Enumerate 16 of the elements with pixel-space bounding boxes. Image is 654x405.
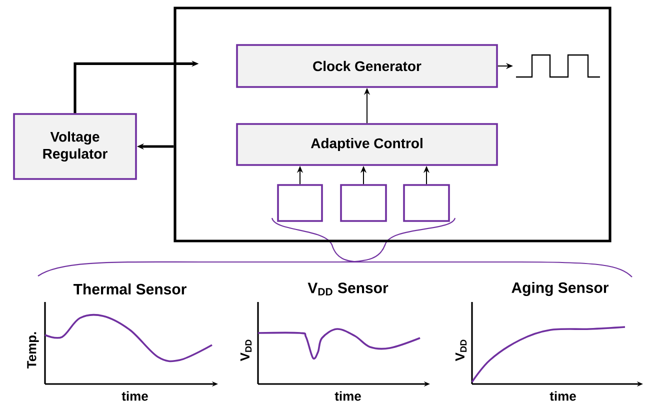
process-box: Clock Generator [236,44,498,88]
process-box: Adaptive Control [236,123,498,166]
chart-title: Aging Sensor [512,282,609,296]
chart-title: V$_{DD}$ Sensor [308,282,388,296]
axis-label: V$_{DD}$ [240,340,252,362]
sensor-box [277,184,323,222]
axis-label: time [550,391,576,401]
axis-label: time [122,391,148,401]
axis-label: time [334,391,361,401]
axis-label: Temp. [27,332,39,369]
sensor-box [403,184,450,222]
chart-title: Thermal Sensor [74,284,186,294]
chip-box [174,6,612,242]
process-box: Voltage Regulator [13,113,137,180]
sensor-box [340,184,387,222]
axis-label: V$_{DD}$ [455,340,467,362]
